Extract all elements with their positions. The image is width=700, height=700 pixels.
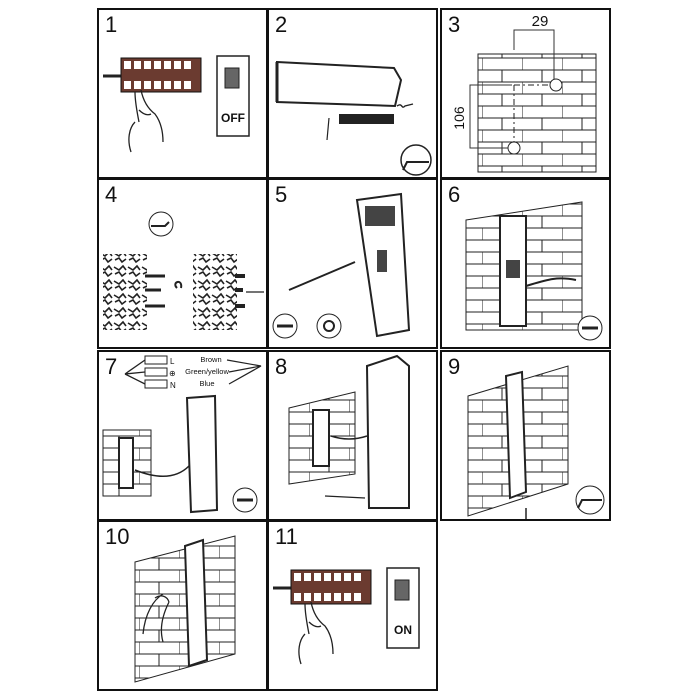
wall-section [103, 254, 147, 330]
wall-switch-icon: ON [386, 567, 420, 649]
step-number: 1 [105, 12, 118, 37]
hand-icon [298, 601, 334, 665]
cable-icon [134, 465, 190, 477]
hand-icon [142, 593, 170, 643]
back-plate-icon [118, 437, 134, 489]
terminal-label: N [170, 381, 176, 390]
step-6-panel: 6 [440, 178, 611, 349]
dimension-line-horizontal [513, 29, 555, 80]
mount-back-plate-illustration [465, 201, 603, 341]
step-10-panel: 10 [97, 520, 268, 691]
terminal-label: ⊕ [169, 369, 176, 378]
drill-hole-icon [549, 78, 563, 92]
hand-icon [128, 89, 164, 153]
screw-icon [174, 281, 183, 289]
screwdriver-icon [288, 261, 356, 291]
heater-unit-icon [183, 538, 209, 668]
cable-icon [330, 435, 368, 440]
dimension-line-vertical [469, 84, 512, 149]
switch-state-label: ON [394, 623, 412, 637]
breaker-on-illustration: ON [273, 567, 420, 665]
breaker-panel-icon [120, 57, 202, 93]
back-plate-icon [312, 409, 330, 467]
step-number: 7 [105, 354, 118, 379]
heater-unit-icon [185, 394, 219, 514]
attach-unit-illustration [288, 354, 410, 509]
drill-holes-dimension-illustration: 29 106 [451, 13, 597, 173]
wall-plug-detail-icon [148, 211, 174, 237]
step-7-panel: 7 L ⊕ N Brown Green/yellow Blue [97, 350, 268, 521]
wall-switch-icon: OFF [216, 55, 250, 137]
screw-detail-icon [232, 487, 258, 513]
dimension-106: 106 [451, 106, 467, 130]
breaker-off-illustration: OFF [103, 55, 250, 153]
step-4-panel: 4 [97, 178, 268, 349]
breaker-panel-icon [290, 569, 372, 605]
step-number: 8 [275, 354, 288, 379]
terminal-label: L [170, 357, 175, 366]
wall-plug-icon [145, 274, 165, 308]
cable-icon [525, 277, 577, 287]
secure-unit-illustration [467, 365, 605, 519]
step-number: 4 [105, 182, 118, 207]
wire-label: Green/yellow [185, 367, 229, 376]
heater-unit-icon [365, 354, 410, 509]
step-number: 10 [105, 524, 130, 549]
switch-state-label: OFF [221, 111, 245, 125]
drill-hole-icon [507, 141, 521, 155]
screwdriver-detail-icon [400, 144, 432, 176]
terminal-block-icon [144, 355, 168, 389]
back-plate-icon [499, 215, 527, 327]
step-9-panel: 9 [440, 350, 611, 521]
arrow-down-icon [326, 117, 330, 141]
step-5-panel: 5 [267, 178, 438, 349]
screw-detail-icon [272, 313, 298, 339]
step-number: 6 [448, 182, 461, 207]
step-number: 11 [275, 524, 298, 549]
wiring-illustration: L ⊕ N Brown Green/yellow Blue [102, 355, 262, 514]
dimension-29: 29 [532, 13, 549, 30]
cable-icon [124, 359, 146, 385]
step-3-panel: 3 29 106 [440, 8, 611, 179]
step-number: 3 [448, 12, 461, 37]
final-check-illustration [134, 535, 236, 683]
step-1-panel: 1 OFF [97, 8, 268, 179]
anchor-detail-icon [316, 313, 342, 339]
step-number: 2 [275, 12, 288, 37]
remove-bracket-illustration [275, 60, 432, 176]
wall-plugs-illustration [103, 211, 264, 330]
step-number: 5 [275, 182, 288, 207]
arrow-left-icon [324, 495, 366, 499]
step-number: 9 [448, 354, 461, 379]
step-8-panel: 8 [267, 350, 438, 521]
screw-detail-icon [577, 315, 603, 341]
heater-unit-icon [276, 60, 403, 108]
wire-label: Brown [200, 355, 221, 364]
screwdriver-detail-icon [575, 485, 605, 515]
heater-unit-icon [504, 370, 528, 500]
cable-icon [396, 103, 414, 108]
wall-section [193, 254, 237, 330]
mounting-bracket-icon [339, 114, 394, 124]
brick-wall [477, 53, 597, 173]
wire-label: Blue [199, 379, 214, 388]
step-11-panel: 11 ON [267, 520, 438, 691]
step-2-panel: 2 [267, 8, 438, 179]
back-plate-screws-illustration [272, 192, 411, 339]
